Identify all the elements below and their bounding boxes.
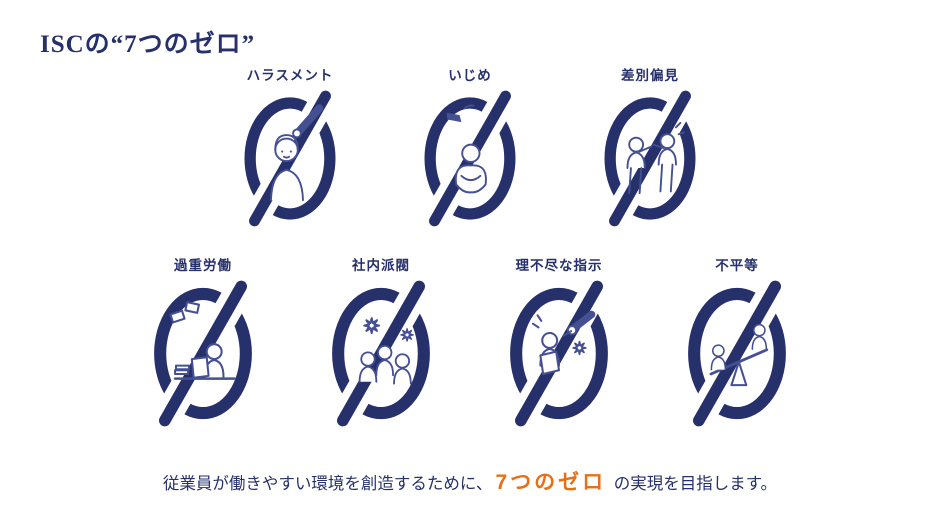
- discrimination-illustration: [626, 122, 685, 195]
- inequality-illustration: [709, 323, 769, 387]
- zero-item-overwork: 過重労働: [147, 254, 259, 428]
- footer-text-pre: 従業員が働きやすい環境を創造するために、: [162, 475, 493, 493]
- zero-mark-discrimination: [604, 90, 696, 227]
- zero-mark-unreasonable-orders: [510, 280, 608, 427]
- zero-mark-bullying: [424, 90, 516, 227]
- zero-mark-office-factions: [332, 280, 430, 427]
- zero-mark-overwork: [154, 280, 252, 427]
- footer-message: 従業員が働きやすい環境を創造するために、7つのゼロ の実現を目指します。: [0, 466, 940, 496]
- harassment-illustration: [269, 104, 324, 202]
- zero-item-harassment: ハラスメント: [237, 64, 343, 228]
- zero-label-overwork: 過重労働: [174, 258, 232, 273]
- zero-label-inequality: 不平等: [715, 258, 759, 273]
- footer-text-post: の実現を目指します。: [609, 475, 778, 493]
- zeros-row-2: 過重労働 社内派閥: [0, 254, 940, 428]
- zero-label-office-factions: 社内派閥: [352, 258, 410, 273]
- bullying-illustration: [446, 104, 487, 194]
- zero-mark-inequality: [688, 280, 786, 427]
- unreasonable-orders-illustration: [531, 310, 596, 376]
- footer-highlight: 7つのゼロ: [495, 471, 607, 494]
- zero-item-discrimination: 差別偏見: [597, 64, 703, 228]
- zero-item-bullying: いじめ: [417, 64, 523, 228]
- page-title: ISCの“7つのゼロ”: [40, 31, 256, 58]
- zero-label-bullying: いじめ: [448, 68, 492, 83]
- zeros-row-1: ハラスメント いじめ: [0, 64, 940, 228]
- zero-label-discrimination: 差別偏見: [621, 68, 679, 83]
- zero-item-inequality: 不平等: [681, 254, 793, 428]
- zero-mark-harassment: [244, 90, 336, 227]
- overwork-illustration: [169, 301, 236, 380]
- zero-label-unreasonable-orders: 理不尽な指示: [515, 258, 603, 273]
- zero-item-office-factions: 社内派閥: [325, 254, 437, 428]
- zero-item-unreasonable-orders: 理不尽な指示: [503, 254, 615, 428]
- zero-label-harassment: ハラスメント: [246, 68, 334, 83]
